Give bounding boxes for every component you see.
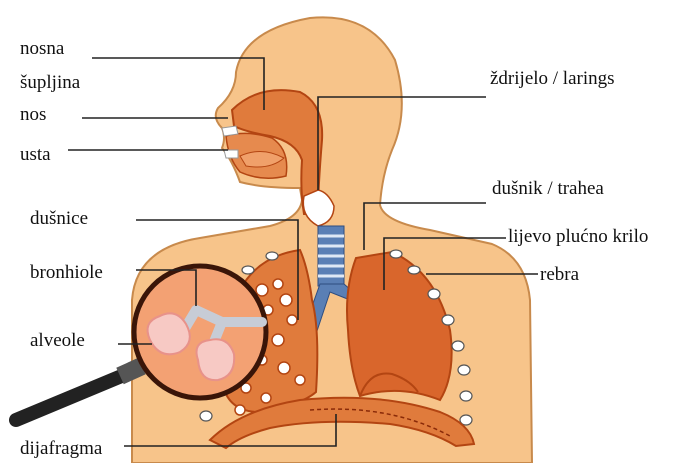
trachea xyxy=(318,226,344,286)
label-ribs: rebra xyxy=(540,264,579,286)
magnifier-handle xyxy=(16,370,136,420)
label-mouth: usta xyxy=(20,144,51,166)
label-nose: nos xyxy=(20,104,46,126)
label-trachea: dušnik / trahea xyxy=(492,178,604,200)
label-bronchioles: bronhiole xyxy=(30,262,103,284)
label-left-lung: lijevo plućno krilo xyxy=(508,226,648,248)
label-pharynx-larynx: ždrijelo / larings xyxy=(490,68,615,90)
label-nasal-cavity-2: šupljina xyxy=(20,72,80,94)
label-nasal-cavity-1: nosna xyxy=(20,38,64,60)
label-diaphragm: dijafragma xyxy=(20,438,102,460)
label-alveoli: alveole xyxy=(30,330,85,352)
label-bronchi: dušnice xyxy=(30,208,88,230)
alveolus-sac-2 xyxy=(197,339,235,380)
